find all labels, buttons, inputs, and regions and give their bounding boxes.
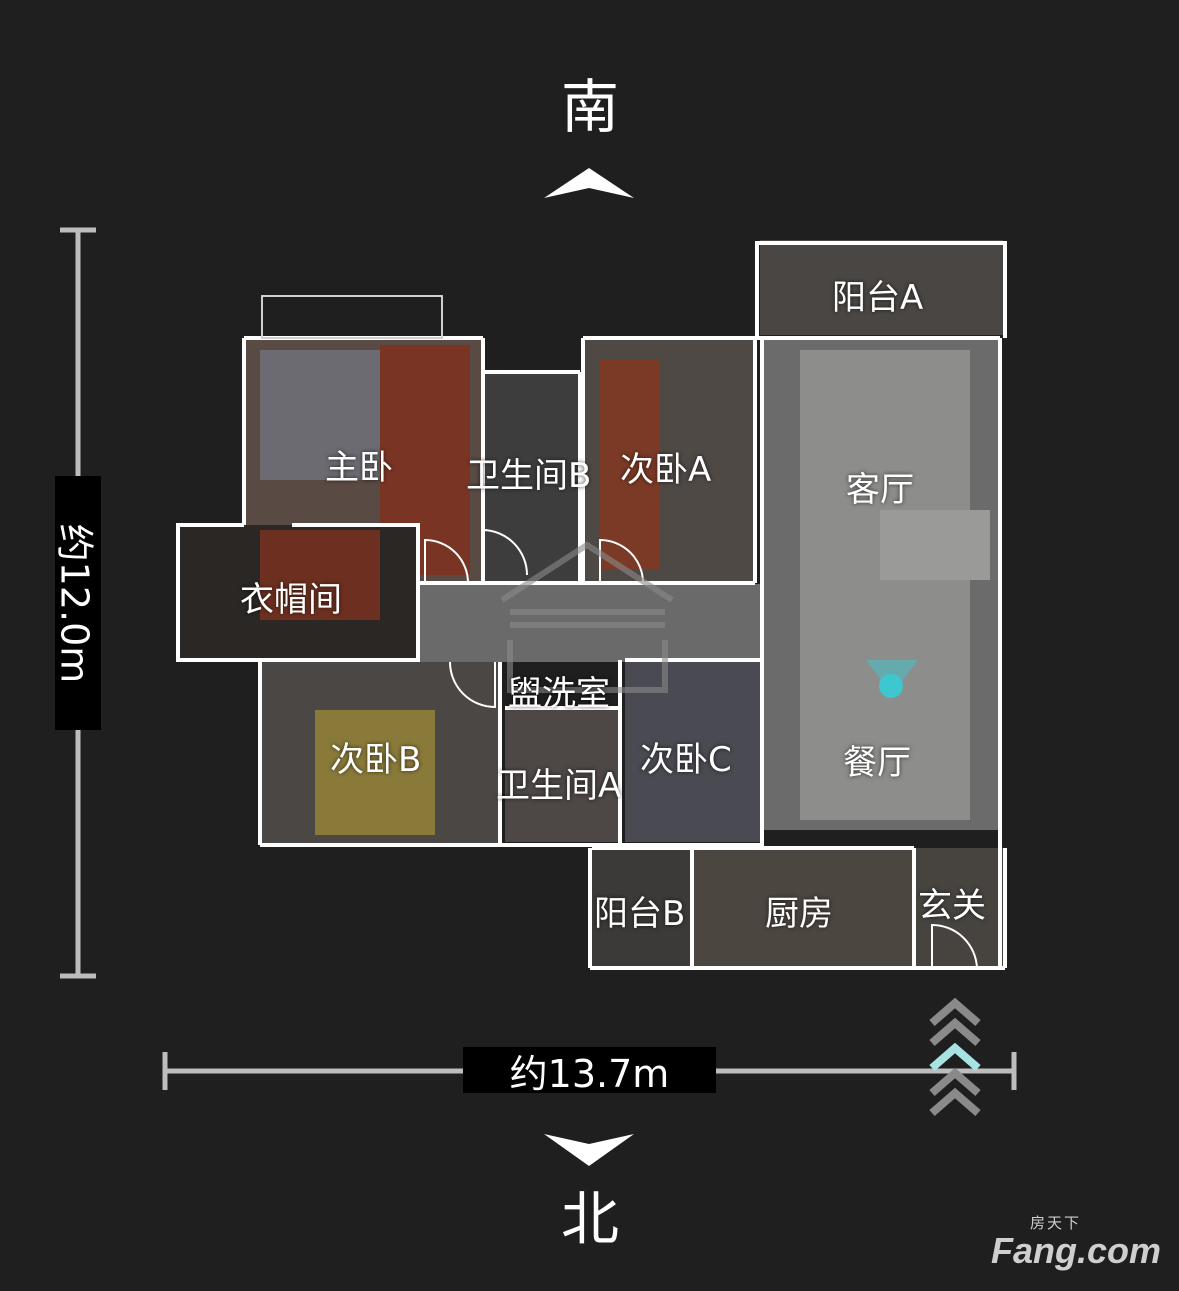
door-swings: [424, 528, 978, 969]
room-label-bedroom-b: 次卧B: [330, 740, 422, 780]
watermark-logo: [500, 541, 674, 693]
bathroom-a-fill: [505, 710, 620, 842]
room-label-bathroom-a: 卫生间A: [496, 766, 622, 806]
height-dimension-label: 约12.0m: [52, 523, 97, 683]
viewpoint-marker: [866, 660, 918, 698]
bedroom-a-rug: [600, 360, 660, 570]
width-dimension-label: 约13.7m: [463, 1047, 716, 1096]
room-label-kitchen: 厨房: [765, 894, 833, 934]
chevron-down-icon: [544, 1134, 634, 1166]
living-floor: [800, 350, 970, 820]
room-label-bedroom-c: 次卧C: [640, 740, 732, 780]
room-label-bedroom-a: 次卧A: [620, 450, 712, 490]
height-dimension-tag: 约12.0m: [53, 476, 101, 730]
room-label-living-room: 客厅: [846, 470, 914, 510]
compass-north-label: 北: [560, 1185, 619, 1253]
sofa: [880, 510, 990, 580]
room-label-balcony-b: 阳台B: [594, 894, 686, 934]
compass-south-label: 南: [560, 73, 619, 141]
balcony-a-fill: [760, 240, 1003, 335]
kitchen-fill: [694, 848, 914, 968]
door-bed-a: [599, 538, 644, 584]
bathroom-b-fill: [483, 372, 580, 582]
room-fills: [178, 240, 1004, 968]
cloakroom-rug: [260, 530, 380, 620]
brand-logo: 房天下 Fang.com: [991, 1212, 1161, 1269]
door-bath-b: [482, 528, 528, 583]
chevron-up-icon: [544, 168, 634, 198]
brand-logo-top: 房天下: [1029, 1214, 1081, 1232]
room-label-master-bedroom: 主卧: [325, 448, 393, 488]
door-bed-b: [449, 661, 496, 709]
brand-logo-main: Fang.com: [990, 1230, 1161, 1271]
entrance-fill: [916, 848, 1004, 968]
walls: [176, 241, 1007, 970]
bedroom-b-bed: [315, 710, 435, 835]
room-label-balcony-a: 阳台A: [832, 278, 924, 318]
door-entrance: [931, 923, 978, 969]
room-label-washroom: 盥洗室: [508, 674, 610, 714]
room-label-entrance: 玄关: [918, 886, 986, 926]
room-label-dining-room: 餐厅: [843, 743, 911, 783]
balcony-b-fill: [592, 848, 692, 968]
door-master: [424, 538, 469, 584]
room-label-cloakroom: 衣帽间: [240, 580, 342, 620]
entrance-chevrons: [929, 997, 981, 1117]
room-label-bathroom-b: 卫生间B: [466, 456, 592, 496]
